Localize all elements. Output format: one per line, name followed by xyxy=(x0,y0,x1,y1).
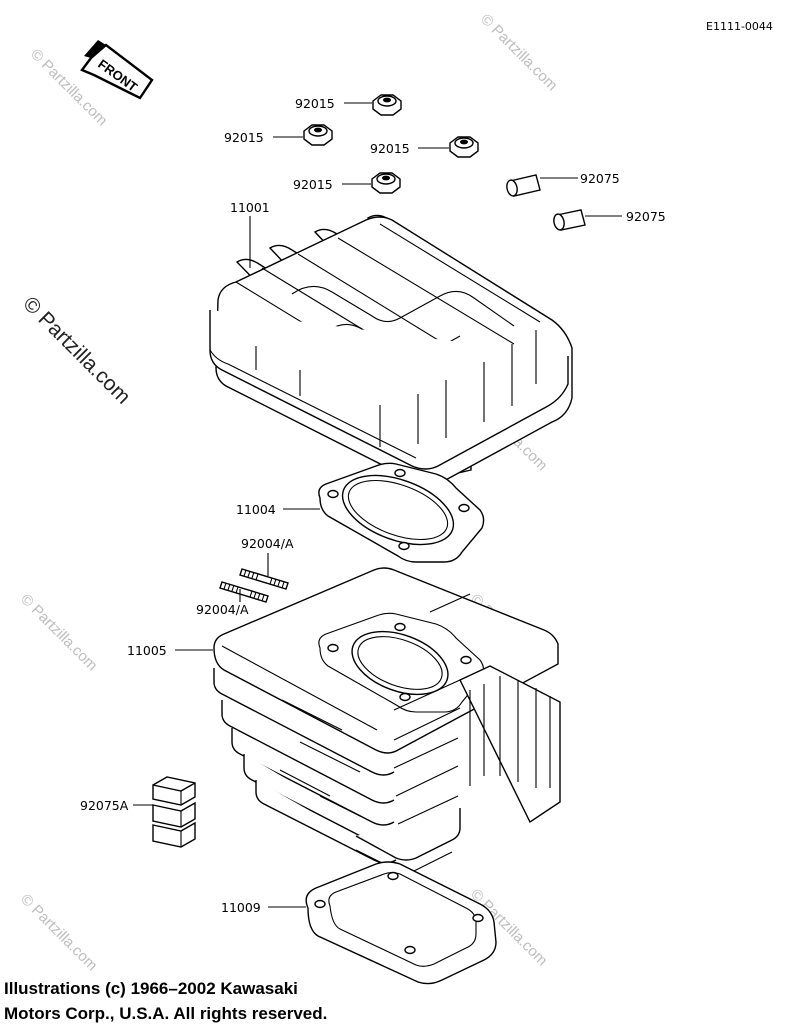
copyright-notice: Illustrations (c) 1966–2002 Kawasaki Mot… xyxy=(4,976,524,1026)
nut-label: 92015 xyxy=(293,177,333,192)
front-arrow-icon: FRONT xyxy=(80,40,154,100)
dowel-pin-icon xyxy=(553,209,586,231)
dowel-pin-icon xyxy=(506,174,541,197)
nut-icon xyxy=(372,94,402,116)
dowel-pin-label: 92075 xyxy=(580,171,620,186)
cylinder-head-label: 11001 xyxy=(230,200,270,215)
stud-icon xyxy=(239,568,289,590)
stud-icon xyxy=(219,581,269,603)
head-gasket-icon xyxy=(318,462,485,563)
watermark-tile: © Partzilla.com xyxy=(17,591,100,674)
stud-label: 92004/A xyxy=(241,536,294,551)
copyright-line: Illustrations (c) 1966–2002 Kawasaki xyxy=(4,979,298,998)
nut-icon xyxy=(371,172,401,194)
damper-label: 92075A xyxy=(80,798,129,813)
reference-code: E1111-0044 xyxy=(706,20,773,33)
nut-icon xyxy=(449,136,479,158)
head-gasket-label: 11004 xyxy=(236,502,276,517)
nut-icon xyxy=(303,124,333,146)
watermark-tile: © Partzilla.com xyxy=(17,891,100,974)
dowel-pin-label: 92075 xyxy=(626,209,666,224)
stud-label: 92004/A xyxy=(196,602,249,617)
watermark-side: © Partzilla.com xyxy=(18,292,134,408)
cylinder-head-icon xyxy=(209,214,573,486)
nut-label: 92015 xyxy=(224,130,264,145)
damper-icon xyxy=(152,776,196,848)
watermark-tile: © Partzilla.com xyxy=(477,11,560,94)
nut-label: 92015 xyxy=(370,141,410,156)
copyright-line: Motors Corp., U.S.A. All rights reserved… xyxy=(4,1004,328,1023)
watermark-layer: © Partzilla.com © Partzilla.com © Partzi… xyxy=(17,11,560,974)
cylinder-label: 11005 xyxy=(127,643,167,658)
nut-label: 92015 xyxy=(295,96,335,111)
base-gasket-label: 11009 xyxy=(221,900,261,915)
base-gasket-icon xyxy=(305,861,497,985)
cylinder-icon xyxy=(213,567,561,873)
